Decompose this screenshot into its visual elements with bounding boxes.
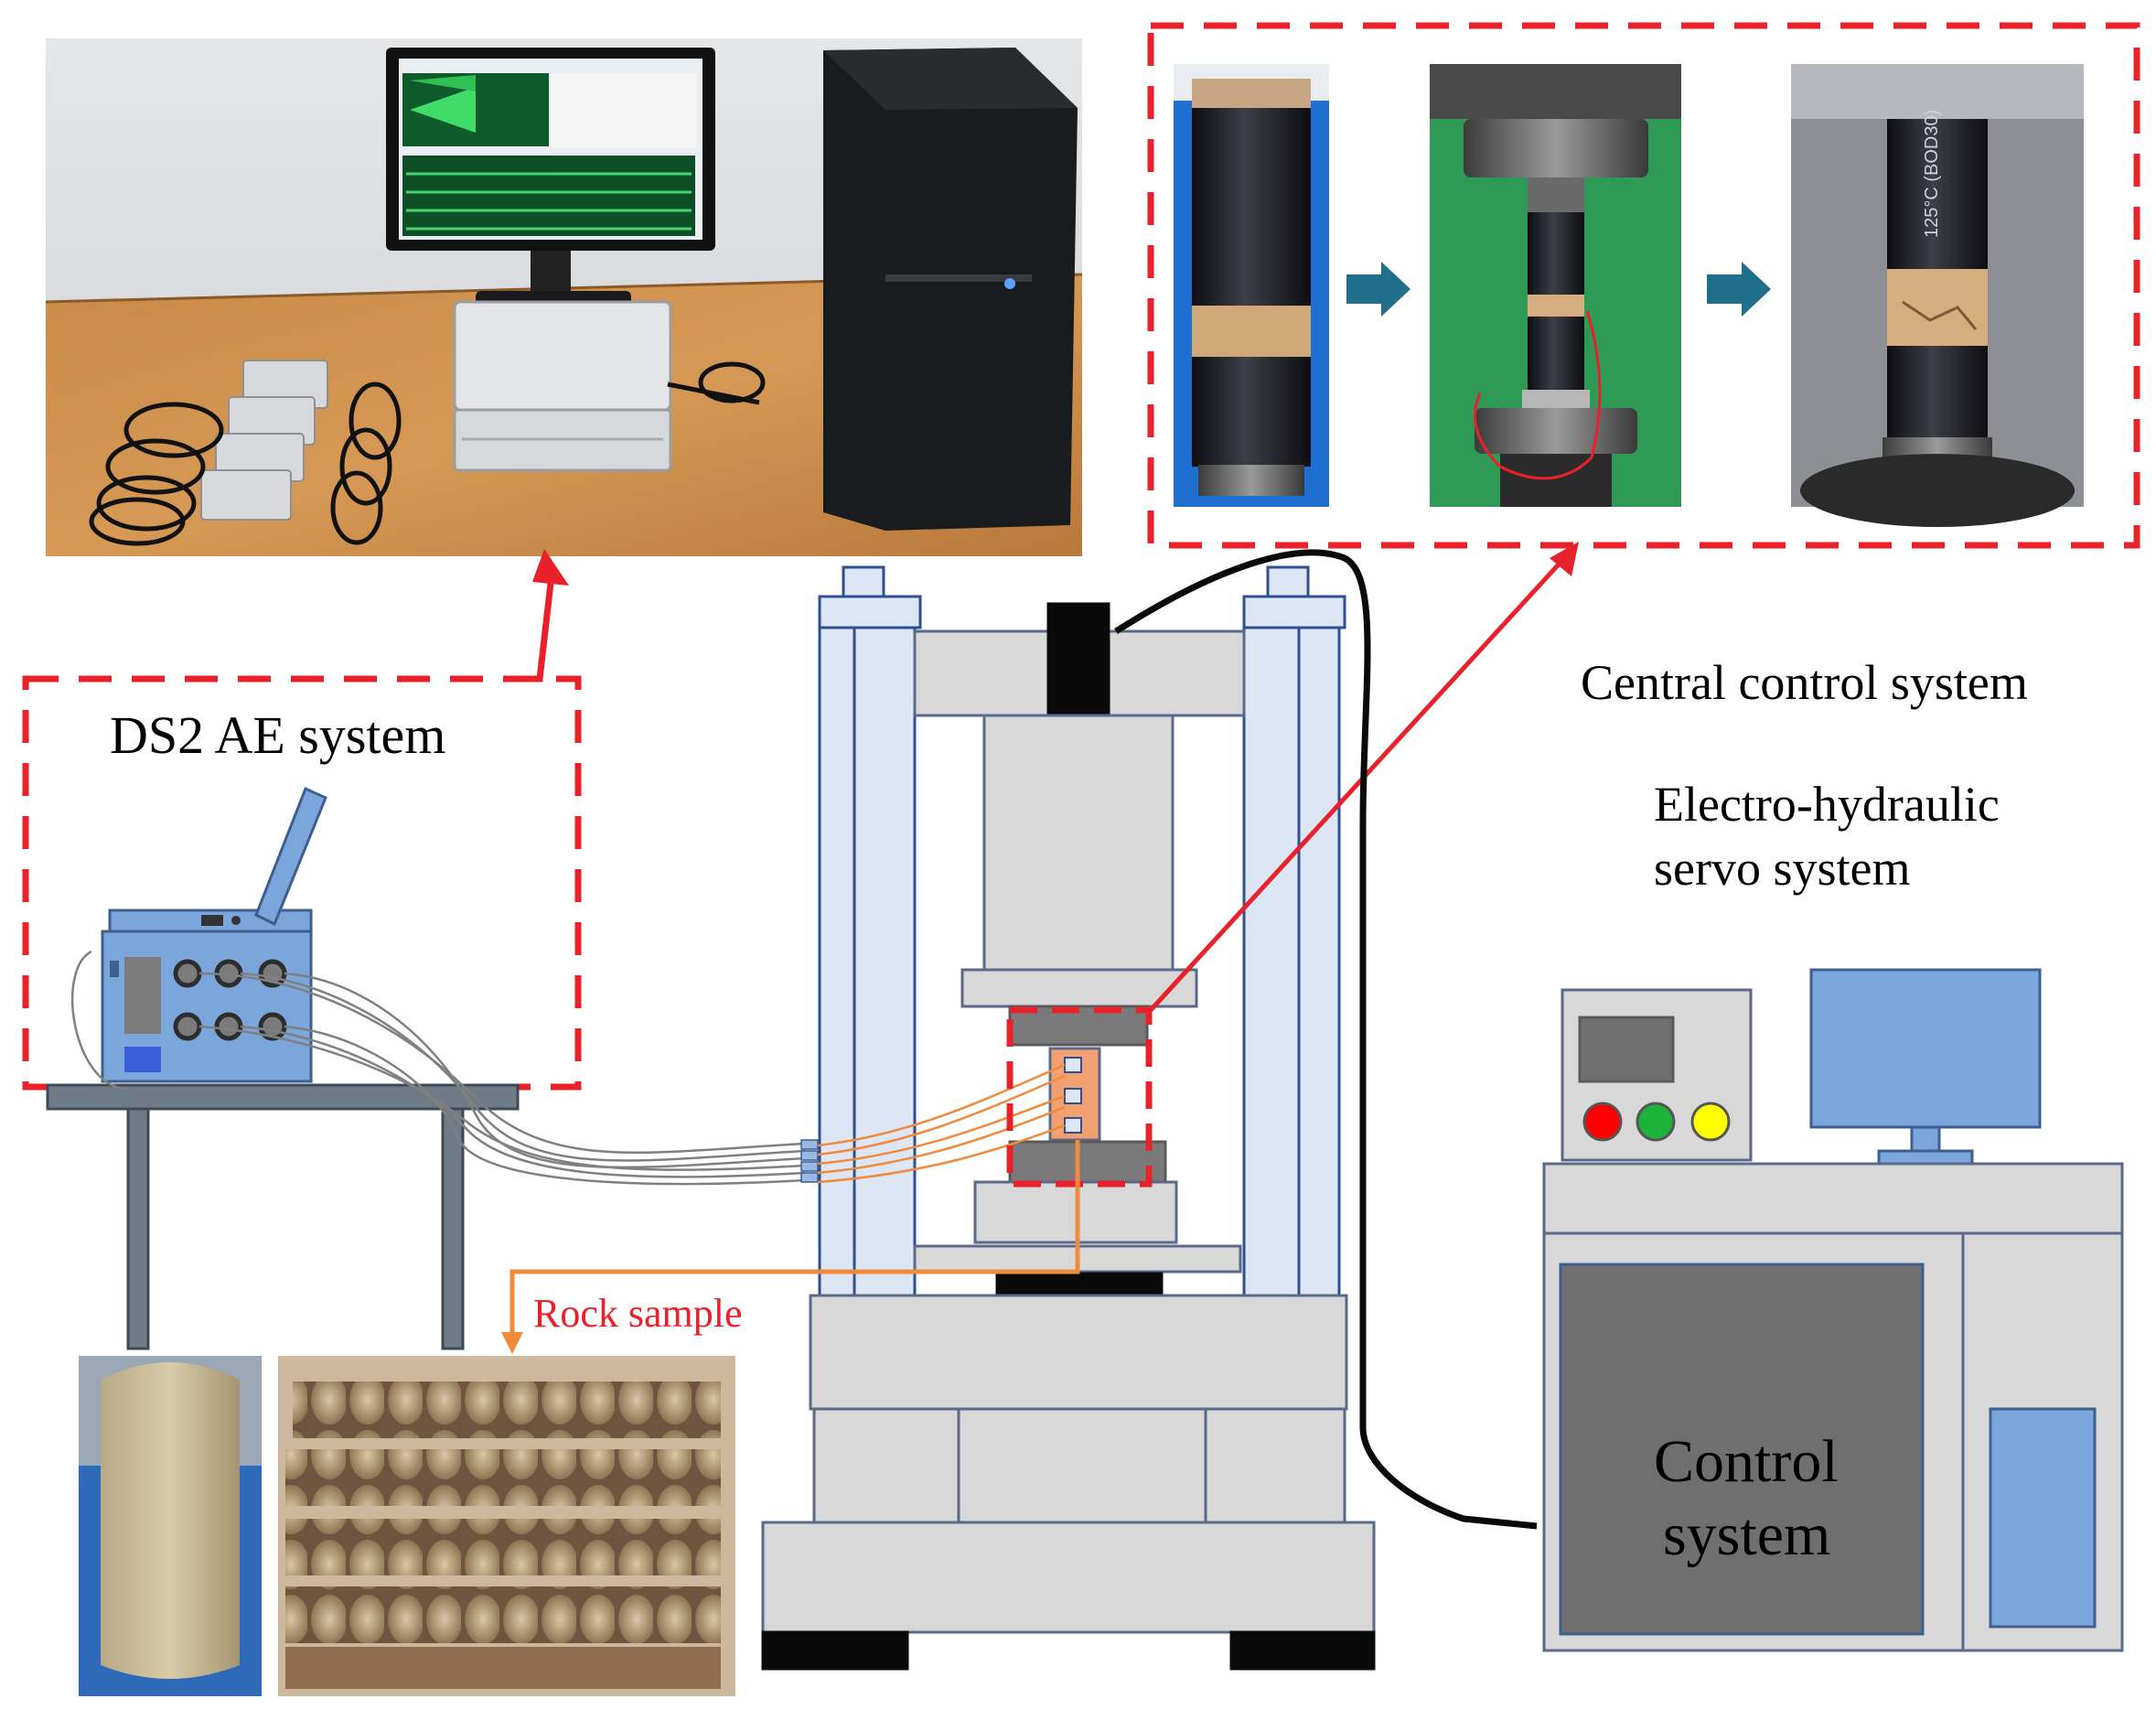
- step-arrow-icon: [1346, 262, 1411, 317]
- arrow-head-rock: [501, 1332, 523, 1354]
- preamplifiers: [200, 360, 328, 521]
- sample-marking: 125°C (BOD30): [1922, 110, 1942, 238]
- rock-core-photo: [79, 1356, 262, 1696]
- arrow-to-rock-sample: [510, 1140, 1080, 1336]
- sample-photo-3: 125°C (BOD30): [1791, 64, 2084, 527]
- rock-core-icon: [101, 1362, 240, 1679]
- computer-tower-icon: [823, 48, 1078, 531]
- sensor-leads: [817, 1063, 1066, 1184]
- control-system-label-line2: system: [1663, 1501, 1831, 1568]
- arrow-head-sample: [1550, 542, 1579, 576]
- sample-photo-1: [1174, 64, 1329, 507]
- ds2-ae-system-group: [22, 549, 819, 1350]
- control-system-label-line1: Control: [1654, 1428, 1839, 1495]
- rock-sample-label: Rock sample: [533, 1291, 743, 1336]
- arrow-head-ae: [532, 549, 569, 586]
- arrow-to-ae-photo: [521, 566, 556, 683]
- ae-station-photo: [45, 38, 1083, 556]
- step-arrow-icon: [1707, 262, 1771, 317]
- central-control-system-label: Central control system: [1581, 655, 2028, 710]
- control-station: [1542, 968, 2124, 1652]
- sample-photo-2: [1430, 64, 1681, 507]
- ae-instrument-icon: [101, 786, 327, 1083]
- acquisition-unit: [453, 300, 672, 472]
- sample-prep-sequence: 125°C (BOD30): [1147, 22, 2140, 549]
- monitor-icon: [386, 48, 715, 306]
- sample-prep-dashed-box: [1147, 22, 2140, 549]
- arrow-to-sample-photos: [1149, 554, 1568, 1012]
- table: [46, 1083, 520, 1350]
- ds2-ae-system-label: DS2 AE system: [110, 705, 446, 765]
- hydraulic-hose: [1114, 549, 1538, 1530]
- rock-cores-stack-photo: [278, 1356, 735, 1696]
- cable-connectors: [800, 1139, 819, 1183]
- electro-hydraulic-label: Electro-hydraulic: [1654, 777, 2000, 832]
- ae-signal-cables: [71, 950, 806, 1186]
- servo-system-label: servo system: [1654, 841, 1911, 896]
- loading-machine: [761, 565, 1376, 1671]
- sensor-cables: [89, 361, 766, 546]
